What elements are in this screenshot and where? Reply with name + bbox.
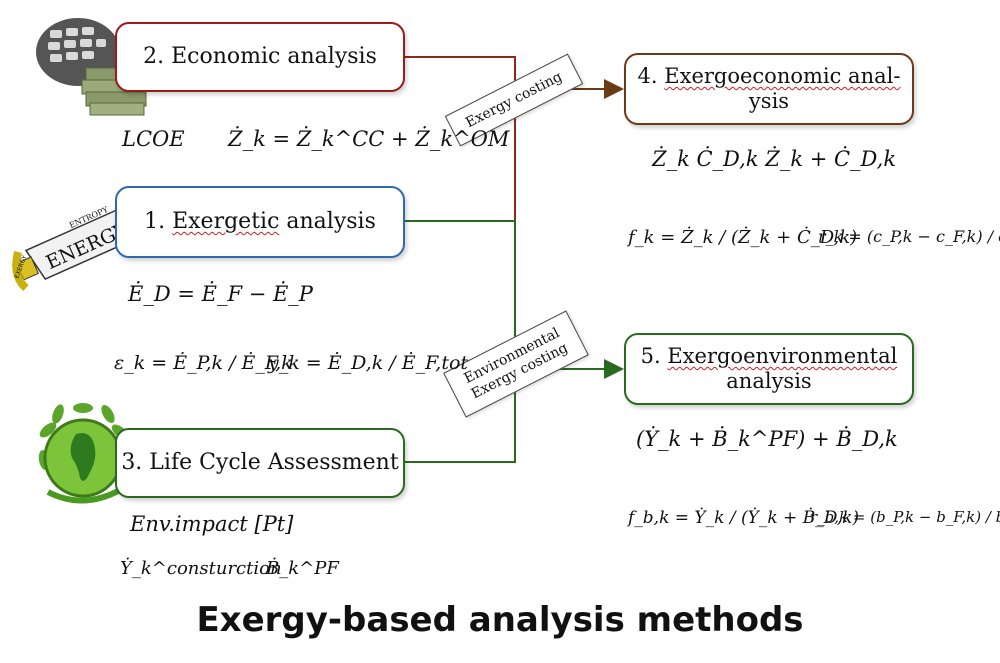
exergoenv-rest: analysis	[726, 369, 812, 393]
life-cycle-assessment-label: 3. Life Cycle Assessment	[121, 449, 399, 475]
formula-zk-cost: Ż_k = Ż_k^CC + Ż_k^OM	[228, 127, 510, 151]
formula-y-construction: Ẏ_k^consturction	[120, 558, 282, 579]
exergoeco-rest: ysis	[748, 89, 790, 113]
exergetic-number: 1.	[144, 208, 173, 234]
life-cycle-assessment-box: 3. Life Cycle Assessment	[115, 428, 405, 498]
exergoeco-number: 4.	[637, 63, 665, 88]
economic-analysis-label: 2. Economic analysis	[143, 43, 377, 69]
exergoenv-number: 5.	[640, 343, 668, 368]
formula-env-impact: Env.impact [Pt]	[130, 512, 294, 536]
exergoeconomic-analysis-label: 4. Exergoeconomic anal-ysis	[638, 64, 901, 114]
energy-tube-icon: ENERGY ENTROPY EXERGY	[12, 205, 131, 292]
globe-leaves-icon	[38, 403, 129, 504]
exergetic-rest: analysis	[279, 208, 376, 234]
economic-connector	[405, 56, 516, 221]
formula-relative-cost-difference: r_k = (c_P,k − c_F,k) / c_F,k	[818, 227, 1000, 246]
formula-destruction-ratio: y_k = Ė_D,k / Ė_F,tot	[268, 352, 469, 374]
formula-exergetic-efficiency: ε_k = Ė_P,k / Ė_F,k	[114, 352, 293, 374]
diagram-title: Exergy-based analysis methods	[196, 600, 804, 640]
formula-b-pf: Ḃ_k^PF	[266, 558, 339, 579]
exergetic-analysis-box: 1. Exergetic analysis	[115, 186, 405, 258]
formula-exergoeco-factor: f_k = Ż_k / (Ż_k + Ċ_D,k)	[628, 227, 858, 248]
formula-exergoenv-factor: f_b,k = Ẏ_k / (Ẏ_k + Ḃ_D,k)	[628, 508, 860, 528]
formula-relative-env-difference: r_b,k = (b_P,k − b_F,k) / b_F,k	[810, 508, 1000, 526]
formula-exergy-destruction: Ė_D = Ė_F − Ė_P	[128, 282, 313, 306]
exergetic-connector	[405, 220, 516, 463]
formula-exergoeco-terms: Ż_k Ċ_D,k Ż_k + Ċ_D,k	[652, 147, 897, 171]
exergetic-analysis-label: 1. Exergetic analysis	[144, 209, 376, 235]
exergoenv-word: Exergoenvironmental	[667, 343, 898, 368]
economic-analysis-box: 2. Economic analysis	[115, 22, 405, 92]
exergetic-word: Exergetic	[172, 208, 280, 234]
formula-lcoe: LCOE	[122, 127, 185, 151]
exergoeconomic-analysis-box: 4. Exergoeconomic anal-ysis	[624, 53, 914, 125]
formula-exergoenv-terms: (Ẏ_k + Ḃ_k^PF) + Ḃ_D,k	[636, 427, 898, 451]
exergoeco-word: Exergoeconomic anal-	[664, 63, 901, 88]
